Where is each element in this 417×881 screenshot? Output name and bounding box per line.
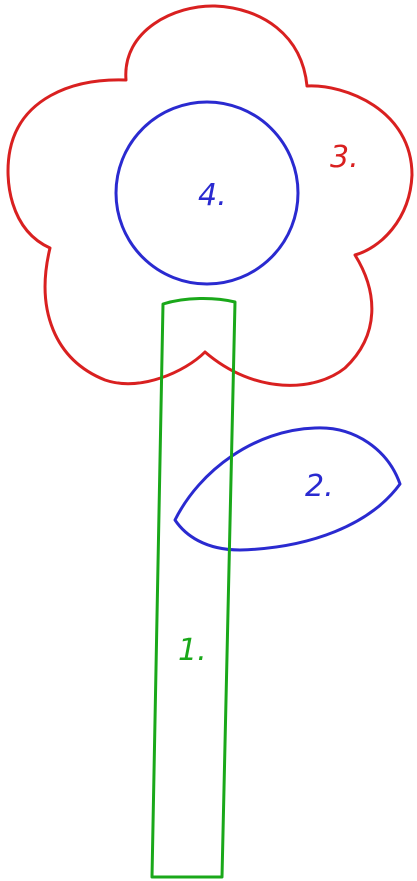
center-label: 4. [198, 178, 227, 213]
leaf-outline [175, 428, 400, 550]
petals-label: 3. [330, 140, 359, 175]
leaf-label: 2. [305, 469, 334, 504]
stem-outline [152, 298, 235, 877]
stem-label: 1. [178, 633, 207, 668]
